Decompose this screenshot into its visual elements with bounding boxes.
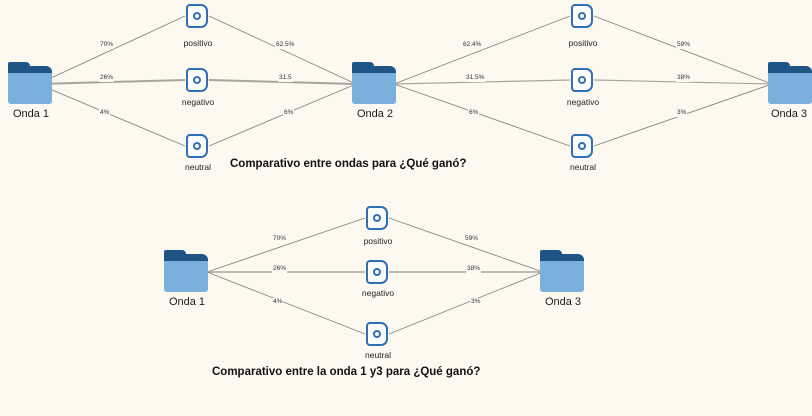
folder-body	[8, 68, 52, 104]
folder-icon-onda-1-bottom[interactable]	[164, 250, 210, 294]
circle-icon	[193, 142, 201, 150]
wave-label-onda-2: Onda 2	[356, 108, 394, 120]
folder-body	[352, 68, 396, 104]
edge-label-onda1-neutral-bottom: 4%	[272, 298, 284, 306]
folder-icon-onda-1[interactable]	[8, 62, 54, 106]
node-label-negativo-bottom: negativo	[361, 288, 395, 298]
edge-label-positivo-onda3-bottom: 59%	[464, 235, 480, 243]
folder-tab	[352, 62, 374, 71]
node-neutral-bottom[interactable]	[366, 322, 388, 346]
folder-tab	[540, 250, 562, 259]
edge-label-neutral-onda3-bottom: 3%	[470, 298, 482, 306]
node-negativo-left[interactable]	[186, 68, 208, 92]
folder-body	[540, 256, 584, 292]
folder-icon-onda-3-bottom[interactable]	[540, 250, 586, 294]
node-label-neutral-left: neutral	[185, 162, 211, 172]
circle-icon	[578, 76, 586, 84]
edge-label-onda2-neutral: 6%	[468, 109, 480, 117]
node-label-positivo-bottom: positivo	[363, 236, 393, 246]
edge-label-negativo-onda3: 38%	[676, 74, 692, 82]
folder-lip	[352, 66, 396, 73]
circle-icon	[193, 76, 201, 84]
wave-label-onda-3: Onda 3	[770, 108, 808, 120]
node-neutral-right[interactable]	[571, 134, 593, 158]
wave-label-onda-3-bottom: Onda 3	[544, 296, 582, 308]
circle-icon	[578, 142, 586, 150]
circle-icon	[373, 268, 381, 276]
edge-label-neutral-onda3: 3%	[676, 109, 688, 117]
edge-label-onda1-negativo: 26%	[99, 74, 115, 82]
folder-tab	[8, 62, 30, 71]
top-diagram-caption: Comparativo entre ondas para ¿Qué ganó?	[230, 158, 467, 170]
folder-icon-onda-3[interactable]	[768, 62, 812, 106]
node-label-neutral-right: neutral	[570, 162, 596, 172]
folder-icon-onda-2[interactable]	[352, 62, 398, 106]
folder-tab	[164, 250, 186, 259]
edge-label-onda1-neutral: 4%	[99, 109, 111, 117]
wave-label-onda-1-bottom: Onda 1	[168, 296, 206, 308]
node-label-positivo-left: positivo	[183, 38, 213, 48]
node-positivo-left[interactable]	[186, 4, 208, 28]
node-negativo-bottom[interactable]	[366, 260, 388, 284]
node-label-neutral-bottom: neutral	[365, 350, 391, 360]
node-label-negativo-left: negativo	[181, 97, 215, 107]
circle-icon	[193, 12, 201, 20]
edge-label-onda1-positivo: 70%	[99, 41, 115, 49]
edge-label-onda2-positivo: 62.4%	[462, 41, 483, 49]
bottom-diagram-caption: Comparativo entre la onda 1 y3 para ¿Qué…	[212, 366, 481, 378]
node-negativo-right[interactable]	[571, 68, 593, 92]
edge-label-onda1-positivo-bottom: 70%	[272, 235, 288, 243]
edge-label-onda2-negativo: 31.5%	[465, 74, 486, 82]
circle-icon	[373, 214, 381, 222]
wave-label-onda-1: Onda 1	[12, 108, 50, 120]
node-label-negativo-right: negativo	[566, 97, 600, 107]
circle-icon	[578, 12, 586, 20]
edge-label-onda1-negativo-bottom: 26%	[272, 265, 288, 273]
folder-lip	[8, 66, 52, 73]
edge-label-neutral-onda2: 6%	[283, 109, 295, 117]
folder-tab	[768, 62, 790, 71]
folder-lip	[768, 66, 812, 73]
edge-label-negativo-onda3-bottom: 38%	[466, 265, 482, 273]
node-neutral-left[interactable]	[186, 134, 208, 158]
node-label-positivo-right: positivo	[568, 38, 598, 48]
edge-label-negativo-onda2: 31.5	[278, 74, 293, 82]
circle-icon	[373, 330, 381, 338]
folder-lip	[164, 254, 208, 261]
folder-body	[164, 256, 208, 292]
node-positivo-right[interactable]	[571, 4, 593, 28]
folder-lip	[540, 254, 584, 261]
folder-body	[768, 68, 812, 104]
edge-label-positivo-onda2: 62.5%	[275, 41, 296, 49]
node-positivo-bottom[interactable]	[366, 206, 388, 230]
edge-label-positivo-onda3: 59%	[676, 41, 692, 49]
